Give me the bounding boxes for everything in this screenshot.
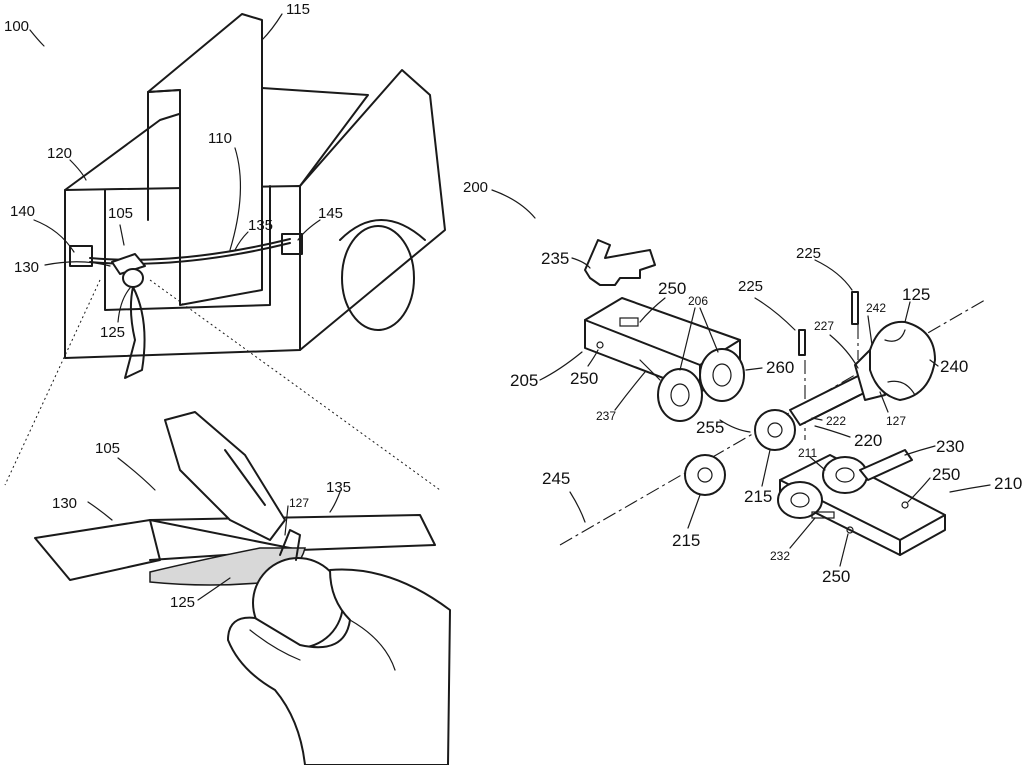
- label-237: 237: [596, 409, 616, 423]
- leader-242: [868, 316, 872, 345]
- leader-125c: [905, 302, 910, 322]
- strap-135-closeup: [150, 515, 435, 550]
- callout-left: [5, 280, 100, 485]
- strap-130: [35, 520, 160, 580]
- truck-illustration: [5, 14, 445, 490]
- leader-215b: [762, 450, 770, 486]
- label-130b: 130: [52, 495, 77, 512]
- leader-125: [118, 288, 130, 322]
- gear-255: [755, 410, 795, 450]
- leader-260: [746, 368, 762, 370]
- leader-225a: [755, 298, 795, 330]
- gear-215: [685, 455, 725, 495]
- leader-100: [30, 30, 44, 46]
- label-255: 255: [696, 418, 724, 437]
- leader-250d: [840, 534, 848, 566]
- leader-215a: [688, 495, 700, 528]
- closeup-illustration: [35, 412, 450, 765]
- label-105b: 105: [95, 440, 120, 457]
- label-125b: 125: [170, 594, 195, 611]
- label-140: 140: [10, 203, 35, 220]
- label-250b: 250: [570, 369, 598, 388]
- arm-211b: [823, 457, 867, 493]
- anchor-140: [70, 246, 92, 266]
- pin-225-b: [852, 292, 858, 324]
- label-220: 220: [854, 431, 882, 450]
- knob-240: [870, 322, 935, 400]
- wheel-arch: [340, 220, 425, 240]
- leader-140: [34, 220, 74, 252]
- label-232: 232: [770, 549, 790, 563]
- latch-230: [860, 450, 912, 480]
- label-225b: 225: [796, 245, 821, 262]
- leader-225b: [815, 260, 852, 290]
- label-215a: 215: [672, 531, 700, 550]
- label-125c: 125: [902, 285, 930, 304]
- label-235: 235: [541, 249, 569, 268]
- leader-250b: [588, 350, 598, 366]
- panel-115: [148, 14, 262, 305]
- label-135a: 135: [248, 217, 273, 234]
- label-105a: 105: [108, 205, 133, 222]
- label-227: 227: [814, 319, 834, 333]
- pin-225-a: [799, 330, 805, 355]
- label-115: 115: [286, 1, 310, 18]
- leader-130b: [88, 502, 112, 520]
- leaders-100: [30, 14, 320, 322]
- knob-125: [123, 269, 143, 287]
- leader-232: [790, 518, 815, 548]
- label-210: 210: [994, 474, 1022, 493]
- leader-250c: [908, 478, 930, 502]
- label-222: 222: [826, 414, 846, 428]
- label-200: 200: [463, 179, 488, 196]
- leader-105: [120, 225, 124, 245]
- label-100: 100: [4, 18, 29, 35]
- label-145: 145: [318, 205, 343, 222]
- arm-206a: [658, 369, 702, 421]
- label-250a: 250: [658, 279, 686, 298]
- leader-237: [615, 372, 645, 410]
- label-211: 211: [798, 446, 817, 460]
- label-242: 242: [866, 301, 886, 315]
- label-130a: 130: [14, 259, 39, 276]
- label-260: 260: [766, 358, 794, 377]
- leader-200: [492, 190, 535, 218]
- leader-227: [830, 335, 858, 368]
- leader-120: [70, 160, 86, 180]
- leader-245: [570, 492, 585, 522]
- leader-230: [905, 446, 935, 455]
- label-230: 230: [936, 437, 964, 456]
- label-205: 205: [510, 371, 538, 390]
- label-127b: 127: [886, 414, 906, 428]
- strap-tail: [125, 287, 145, 378]
- leader-210: [950, 485, 990, 492]
- label-250d: 250: [822, 567, 850, 586]
- leader-255: [720, 420, 750, 432]
- label-127a: 127: [289, 496, 309, 510]
- label-215b: 215: [744, 487, 772, 506]
- label-250c: 250: [932, 465, 960, 484]
- label-206: 206: [688, 294, 708, 308]
- label-135b: 135: [326, 479, 351, 496]
- label-240: 240: [940, 357, 968, 376]
- leader-105b: [118, 458, 155, 490]
- arm-206b: [700, 349, 744, 401]
- wheel: [342, 226, 414, 330]
- clip-235: [585, 240, 655, 285]
- label-110: 110: [208, 130, 232, 147]
- label-120: 120: [47, 145, 72, 162]
- label-125a: 125: [100, 324, 125, 341]
- label-225a: 225: [738, 278, 763, 295]
- leader-115: [262, 14, 282, 40]
- label-245: 245: [542, 469, 570, 488]
